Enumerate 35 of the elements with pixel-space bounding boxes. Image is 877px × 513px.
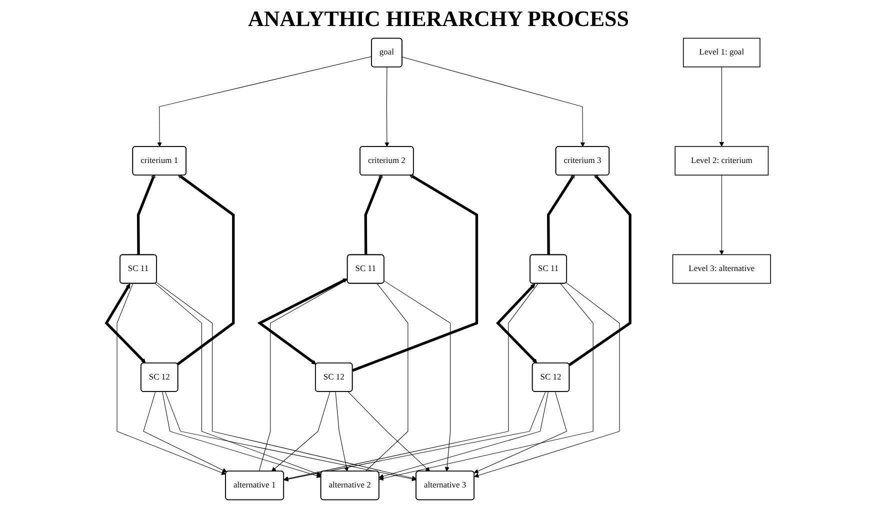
arrow (348, 392, 430, 472)
arrow (104, 284, 146, 364)
arrow (352, 174, 478, 372)
arrow (384, 280, 451, 472)
arrow (162, 392, 322, 478)
arrow (378, 283, 594, 481)
connector (365, 283, 408, 472)
arrow (547, 174, 575, 255)
arrow (364, 173, 383, 255)
arrow (116, 283, 226, 475)
arrow (335, 392, 349, 472)
arrow (257, 278, 348, 365)
arrow (176, 174, 235, 366)
connector (258, 279, 348, 472)
arrow (143, 392, 227, 472)
arrow (157, 56, 372, 147)
arrow (496, 284, 538, 364)
node-box: Level 3: alternative (672, 254, 771, 284)
arrow (378, 392, 548, 479)
arrow (271, 392, 330, 472)
arrow (719, 66, 724, 147)
arrow (474, 282, 620, 478)
arrow (136, 173, 156, 255)
node-box: Level 1: goal (682, 38, 760, 68)
arrow (164, 392, 416, 482)
arrow (384, 66, 390, 147)
arrow (474, 392, 567, 474)
arrow (402, 56, 586, 147)
arrow (284, 392, 546, 482)
arrow (156, 282, 416, 480)
arrow (568, 174, 632, 366)
diagram-title: ANALYTHIC HIERARCHY PROCESS (247, 6, 630, 32)
arrow (154, 283, 322, 476)
node-box: Level 2: criterium (674, 146, 769, 176)
arrow (719, 174, 724, 255)
